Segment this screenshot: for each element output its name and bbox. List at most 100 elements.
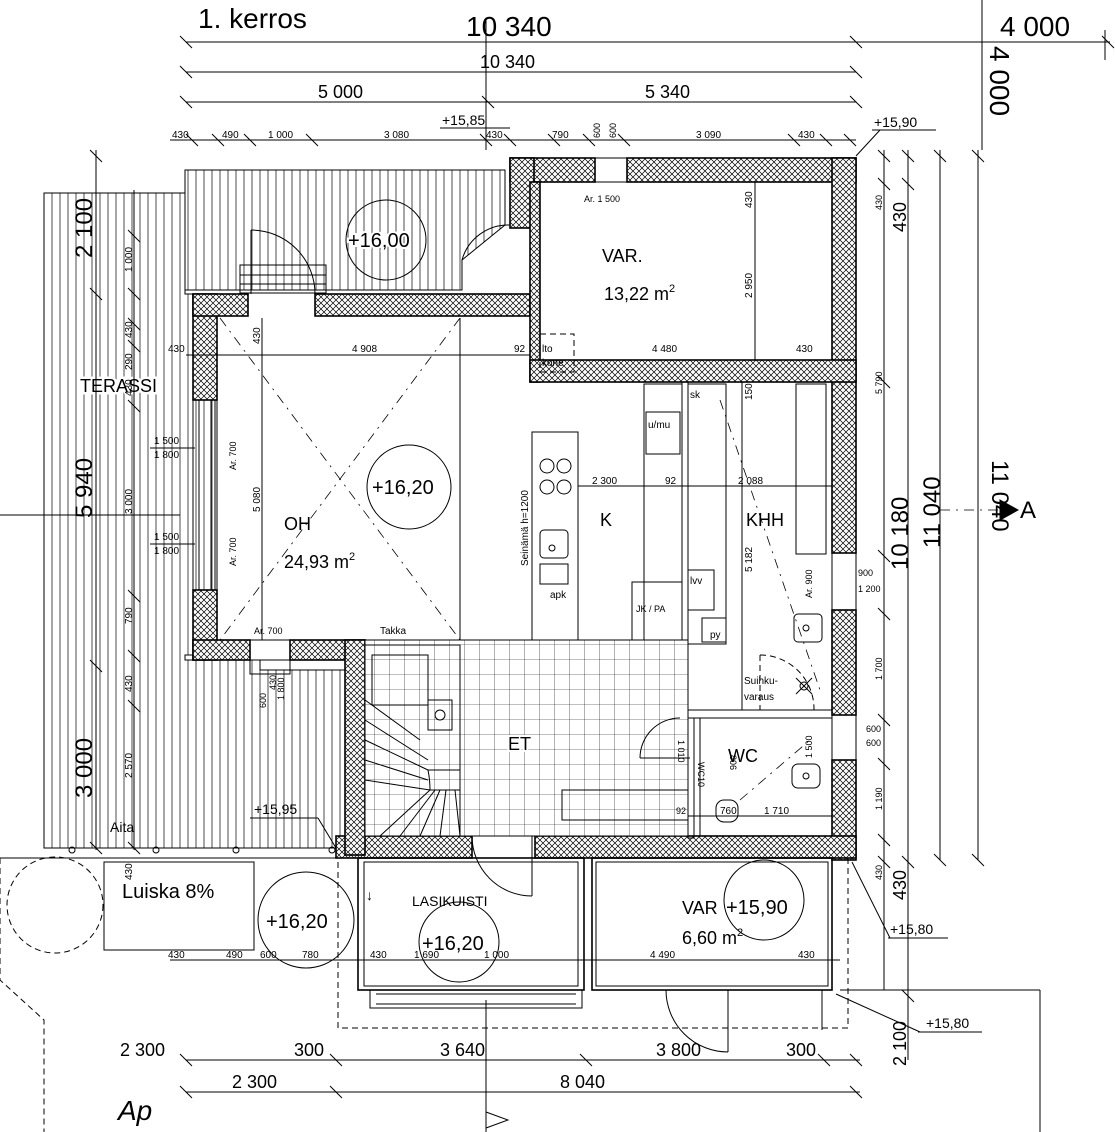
terrace: TERASSI: [43, 169, 506, 849]
ar-700-b: Ar. 700: [228, 537, 238, 566]
dim-chain-6: 600: [592, 123, 602, 138]
dim-oh-vert: 5 080: [252, 487, 263, 512]
dim-right-rot: 11 040: [986, 460, 1013, 532]
dim-right-part: 5 340: [645, 82, 690, 102]
dim-right-430-top: 430: [890, 202, 910, 232]
dim-bot-chain-3: 780: [302, 950, 319, 961]
dim-oh-92: 92: [514, 344, 526, 355]
dim-bot-row2-0: 2 300: [232, 1072, 277, 1092]
room-var2-name: VAR: [682, 898, 718, 918]
dim-right-430-bot: 430: [890, 870, 910, 900]
dim-right-small-1: 5 790: [874, 371, 884, 394]
dim-overall-2: 10 340: [480, 52, 535, 72]
dim-wc-92: 92: [676, 806, 686, 816]
jkpa-label: JK / PA: [636, 604, 665, 614]
dim-wc-760: 760: [720, 806, 737, 817]
dim-k-150: 150: [744, 383, 755, 400]
dim-left-inner-2: 290: [124, 353, 135, 370]
dim-wc-1500: 1 500: [804, 735, 814, 758]
dim-bot-chain-8: 430: [798, 950, 815, 961]
level-1590-top: +15,90: [874, 114, 917, 130]
dim-chain-3: 3 080: [384, 130, 409, 141]
dim-window-1500-a: 1 500: [154, 436, 179, 447]
ar-700-a: Ar. 700: [228, 441, 238, 470]
dim-left-inner-8: 430: [124, 863, 135, 880]
section-a-label: A: [1020, 497, 1036, 524]
dim-chain-7: 600: [608, 123, 618, 138]
room-wc-name: WC: [728, 746, 758, 766]
dim-chain-1: 490: [222, 130, 239, 141]
dim-left-inner-4: 3 000: [124, 489, 135, 514]
lto-label-1: lto: [542, 344, 553, 355]
left-dimensions: 2 100 5 940 3 000 1 000 430 290 430 3 00…: [0, 149, 195, 880]
room-oh-area: 24,93 m2: [284, 551, 355, 572]
dim-left-3000: 3 000: [71, 738, 98, 798]
dim-left-inner-7: 2 570: [124, 753, 135, 778]
dim-bot-chain-7: 4 490: [650, 950, 675, 961]
steps-north: [239, 224, 511, 295]
room-var: Ar. 1 500 VAR. 13,22 m2 430 2 950 lto ko…: [539, 182, 813, 373]
dim-wc-806: 806: [728, 755, 738, 770]
apk-label: apk: [550, 590, 567, 601]
level-1585: +15,85: [442, 112, 485, 128]
ar-900: Ar. 900: [804, 569, 814, 598]
level-1595: +15,95: [254, 801, 297, 817]
south-annex: LASIKUISTI +16,20 ↓ VAR +15,90 6,60 m2 4…: [168, 857, 849, 1053]
room-et-name: ET: [508, 734, 531, 754]
level-luiska: +16,20: [266, 911, 328, 933]
room-var-area: 13,22 m2: [604, 283, 675, 304]
dim-right-2100: 2 100: [890, 1021, 910, 1066]
dim-right-small-0: 430: [874, 195, 884, 210]
section-bottom-arrow-icon: [485, 1111, 510, 1129]
sk-label: sk: [690, 390, 701, 401]
level-var2: +15,90: [726, 897, 788, 919]
fence-label: Aita: [110, 819, 134, 835]
ramp-area: Luiska 8% +16,20 Aita +15,95: [0, 801, 355, 1132]
dim-bot-row1-3: 3 800: [656, 1040, 701, 1060]
dim-bot-chain-5: 1 690: [414, 950, 439, 961]
room-lasikuisti: LASIKUISTI: [412, 893, 487, 909]
dim-bot-row2-1: 8 040: [560, 1072, 605, 1092]
top-dimensions: 10 340 10 340 5 000 5 340 4 000 4 000 43…: [170, 0, 1115, 157]
suihku-label-2: varaus: [744, 692, 774, 703]
room-kitchen: Seinämä h=1200 apk u/mu JK / PA 2 300 92…: [520, 383, 688, 645]
dim-wc-1710: 1 710: [764, 806, 789, 817]
room-et: ET: [364, 639, 690, 897]
ramp-label: Luiska 8%: [122, 881, 214, 903]
dim-bot-chain-4: 430: [370, 950, 387, 961]
bottom-dimensions: 2 300 300 3 640 3 800 300 2 300 8 040 Ap…: [116, 861, 1041, 1132]
dim-left-inner-6: 430: [124, 675, 135, 692]
dim-left-inner-5: 790: [124, 607, 135, 624]
dim-right-small-2: 900: [858, 568, 873, 578]
dim-left-inner-1: 430: [124, 321, 135, 338]
room-wc: WC WC10 1 010 806 1 500 92 760 1 710: [676, 717, 833, 837]
level-1580-b: +15,80: [926, 1015, 969, 1031]
entry-dims: 600 430 1 800: [249, 659, 291, 708]
dim-ent-430: 430: [268, 675, 278, 690]
dim-left-2100: 2 100: [71, 198, 98, 258]
room-khh-name: KHH: [746, 510, 784, 530]
suihku-label-1: Suihku-: [744, 676, 778, 687]
dim-right-small-4: 1 700: [874, 657, 884, 680]
dim-right-small-6: 600: [866, 738, 881, 748]
ar-1500: Ar. 1 500: [584, 194, 620, 204]
down-arrow-icon: ↓: [366, 887, 373, 903]
dim-left-5940: 5 940: [71, 458, 98, 518]
umu-label: u/mu: [648, 420, 670, 431]
ar-700-c: Ar. 700: [254, 626, 283, 636]
dim-var-vert-430: 430: [744, 191, 755, 208]
dim-ent-1800: 1 800: [276, 677, 286, 700]
dim-chain-5: 790: [552, 130, 569, 141]
dim-khh-width: 2 088: [738, 476, 763, 487]
dim-left-part: 5 000: [318, 82, 363, 102]
dim-oh-430: 430: [168, 344, 185, 355]
dim-chain-2: 1 000: [268, 130, 293, 141]
dim-ent-600: 600: [258, 693, 268, 708]
dim-wc-1010: 1 010: [676, 740, 686, 763]
level-oh: +16,20: [372, 477, 434, 499]
dim-oh-vert-430: 430: [252, 327, 263, 344]
dim-var-vert: 2 950: [744, 273, 755, 298]
dim-var-430: 430: [796, 344, 813, 355]
dim-right-inner: 10 180: [887, 497, 914, 570]
